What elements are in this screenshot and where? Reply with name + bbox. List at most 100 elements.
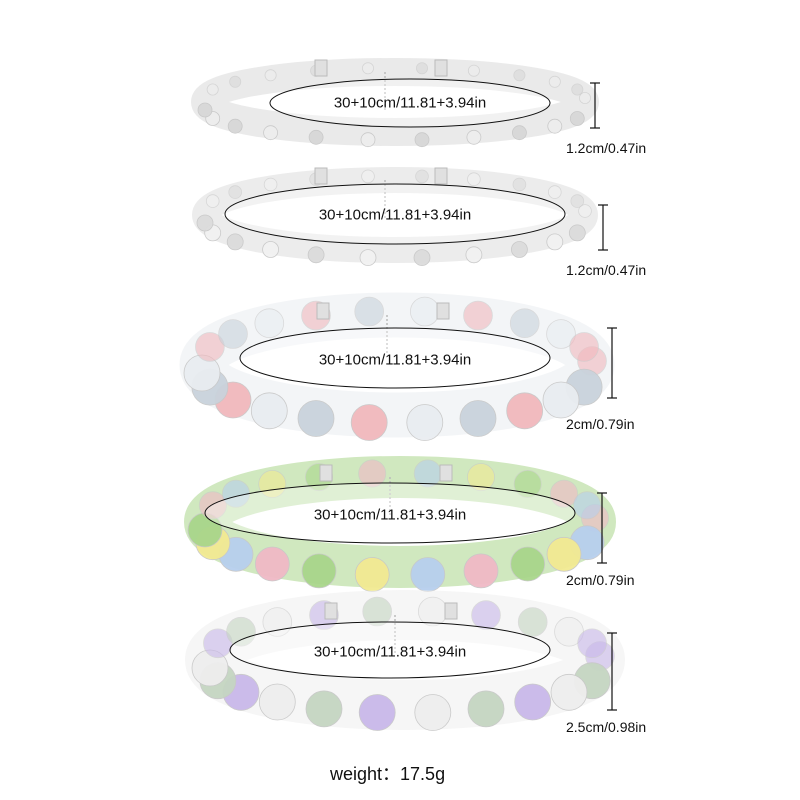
lace-motif — [547, 118, 563, 134]
lace-motif — [579, 92, 592, 105]
lace-motif — [415, 169, 429, 184]
lace-motif — [358, 694, 396, 731]
lace-motif — [226, 616, 256, 647]
lace-motif — [354, 557, 390, 592]
lace-motif — [361, 62, 374, 75]
lace-motif — [361, 169, 375, 184]
lace-motif — [467, 64, 480, 77]
lace-motif — [410, 557, 446, 592]
lace-motif — [459, 400, 497, 437]
lace-motif — [573, 491, 602, 520]
lace-motif — [466, 463, 495, 492]
lace-motif — [264, 69, 277, 82]
end-cap — [324, 602, 338, 620]
circumference-label-4: 30+10cm/11.81+3.94in — [313, 506, 467, 524]
lace-motif — [359, 249, 377, 267]
lace-motif — [406, 404, 444, 441]
lace-motif — [360, 132, 376, 148]
lace-motif — [226, 233, 244, 251]
lace-motif — [547, 185, 562, 199]
lace-motif — [354, 296, 385, 327]
end-cap — [436, 302, 450, 320]
lace-motif — [548, 75, 561, 88]
lace-motif — [463, 553, 499, 589]
lace-motif — [409, 296, 440, 327]
lace-motif — [301, 553, 337, 589]
lace-motif — [571, 83, 584, 96]
lace-motif — [415, 62, 428, 75]
width-label-4: 2cm/0.79in — [566, 572, 635, 588]
lace-motif — [196, 214, 214, 232]
circumference-ellipse — [239, 327, 551, 389]
lace-motif — [414, 132, 430, 148]
lace-motif — [195, 332, 225, 362]
lace-motif — [513, 69, 526, 82]
circumference-ellipse — [269, 78, 551, 128]
lace-motif — [467, 690, 505, 728]
lace-motif — [205, 194, 220, 208]
lace-motif — [254, 308, 285, 339]
circumference-ellipse — [224, 183, 566, 245]
lace-motif — [227, 118, 243, 134]
lace-motif — [218, 319, 248, 349]
end-cap — [434, 167, 448, 185]
lace-motif — [546, 536, 582, 572]
lace-motif — [463, 300, 493, 331]
lace-motif — [550, 673, 588, 711]
lace-motif — [263, 177, 278, 192]
lace-motif — [350, 404, 388, 441]
circumference-label-5: 30+10cm/11.81+3.94in — [313, 643, 467, 661]
lace-motif — [206, 83, 219, 96]
circumference-ellipse — [229, 621, 551, 679]
end-cap — [319, 464, 333, 482]
end-cap — [434, 59, 448, 77]
lace-motif — [417, 596, 448, 627]
lace-motif — [577, 628, 607, 659]
lace-motif — [465, 246, 483, 264]
lace-motif — [414, 694, 452, 731]
end-cap — [314, 59, 328, 77]
width-label-1: 1.2cm/0.47in — [566, 140, 647, 156]
lace-motif — [570, 194, 585, 208]
lace-motif — [228, 185, 243, 199]
circumference-label-1: 30+10cm/11.81+3.94in — [333, 94, 487, 112]
lace-motif — [509, 308, 540, 339]
lace-motif — [297, 400, 335, 437]
lace-motif — [568, 224, 586, 242]
lace-motif — [198, 491, 227, 520]
weight-label: weight：17.5g — [330, 764, 446, 784]
lace-motif — [513, 469, 542, 498]
width-label-3: 2cm/0.79in — [566, 416, 635, 432]
end-cap — [439, 464, 453, 482]
lace-motif — [197, 102, 213, 118]
lace-motif — [512, 125, 527, 141]
lace-motif — [413, 249, 431, 267]
lace-motif — [254, 546, 290, 582]
width-label-5: 2.5cm/0.98in — [566, 719, 647, 735]
lace-motif — [263, 125, 279, 141]
lace-motif — [506, 392, 544, 430]
end-cap — [316, 302, 330, 320]
width-label-2: 1.2cm/0.47in — [566, 262, 647, 278]
lace-motif — [262, 241, 280, 258]
lace-motif — [511, 241, 528, 258]
circumference-ellipse — [204, 482, 576, 544]
end-cap — [444, 602, 458, 620]
lace-motif — [358, 459, 387, 488]
lace-motif — [250, 392, 288, 430]
circumference-label-2: 30+10cm/11.81+3.94in — [318, 206, 472, 224]
lace-motif — [305, 690, 343, 728]
lace-motif — [510, 546, 546, 582]
lace-motif — [229, 75, 242, 88]
lace-motif — [362, 596, 393, 627]
lace-motif — [512, 177, 527, 192]
lace-motif — [546, 233, 564, 251]
circumference-label-3: 30+10cm/11.81+3.94in — [318, 351, 472, 369]
end-cap — [314, 167, 328, 185]
lace-motif — [467, 172, 481, 187]
lace-motif — [546, 319, 576, 349]
lace-motif — [542, 381, 580, 419]
lace-motif — [517, 607, 548, 637]
